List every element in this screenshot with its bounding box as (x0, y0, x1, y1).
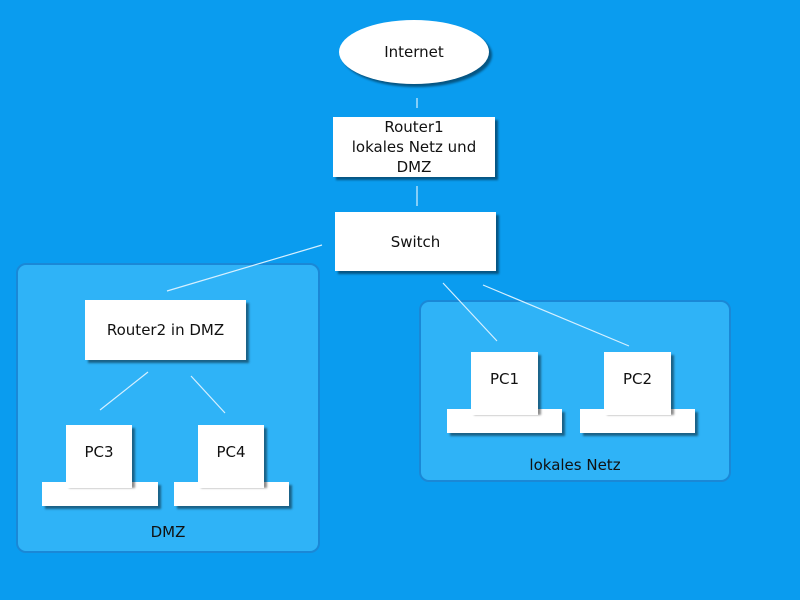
router2-label: Router2 in DMZ (106, 321, 225, 339)
link-switch-pc2 (482, 284, 630, 347)
router1-node: Router1 lokales Netz und DMZ (333, 117, 495, 177)
pc2-monitor: PC2 (604, 352, 671, 412)
pc2-label: PC2 (622, 370, 653, 388)
router1-title: Router1 (384, 118, 444, 136)
internet-label: Internet (384, 43, 444, 61)
router1-subtitle: lokales Netz und DMZ (351, 138, 477, 176)
router2-node: Router2 in DMZ (85, 300, 246, 360)
pc4-label: PC4 (216, 443, 246, 461)
internet-node: Internet (339, 20, 489, 84)
pc1-monitor: PC1 (471, 352, 538, 412)
switch-node: Switch (335, 212, 496, 271)
link-switch-pc1 (442, 282, 498, 342)
link-router2-pc3 (99, 371, 149, 411)
dmz-zone-label: DMZ (150, 523, 186, 541)
pc3-monitor: PC3 (66, 425, 132, 485)
link-router2-pc4 (190, 375, 226, 414)
switch-label: Switch (390, 232, 441, 251)
lan-zone-label: lokales Netz (529, 456, 621, 474)
pc1-label: PC1 (489, 370, 520, 388)
pc4-monitor: PC4 (198, 425, 264, 485)
link-switch-router2 (166, 244, 323, 292)
pc3-label: PC3 (84, 443, 114, 461)
